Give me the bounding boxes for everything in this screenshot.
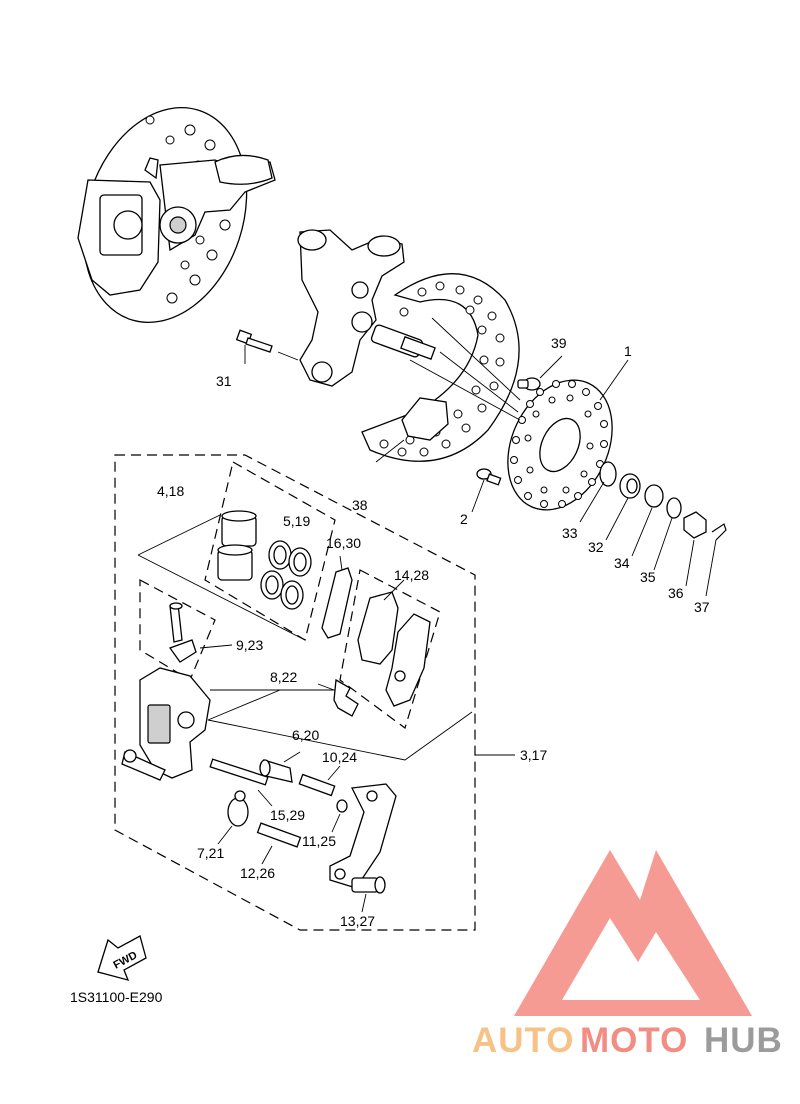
assembled-view-inset <box>77 106 276 324</box>
washer-33 <box>599 461 617 487</box>
label-39: 39 <box>551 335 567 351</box>
brake-pads <box>357 579 431 707</box>
bolt-13-27 <box>351 876 386 913</box>
watermark-word-1: AUTO <box>472 1021 575 1060</box>
brake-disc <box>507 379 613 511</box>
label-33: 33 <box>562 525 578 541</box>
disc-guard <box>361 273 520 462</box>
bleed-screw <box>168 602 233 663</box>
cotter-pin-37 <box>711 523 727 541</box>
label-11-25: 11,25 <box>302 833 336 849</box>
bolt-39 <box>517 377 541 391</box>
bolt-12-26 <box>256 822 302 865</box>
label-15-29: 15,29 <box>270 807 305 823</box>
caliper-body <box>121 667 211 781</box>
bolt-2 <box>476 468 502 486</box>
label-5-19: 5,19 <box>283 513 310 529</box>
wheel-side-parts <box>599 461 727 541</box>
watermark-word-2: MOTO <box>580 1021 688 1060</box>
pin-10-24 <box>298 765 341 797</box>
pad-retainer <box>317 678 359 717</box>
label-31: 31 <box>216 373 232 389</box>
label-12-26: 12,26 <box>240 865 275 881</box>
pistons <box>217 510 257 581</box>
fwd-arrow-icon: FWD <box>97 935 147 981</box>
label-16-30: 16,30 <box>326 535 361 551</box>
label-37: 37 <box>694 599 710 615</box>
label-10-24: 10,24 <box>322 749 357 765</box>
label-2: 2 <box>460 511 468 527</box>
label-7-21: 7,21 <box>197 845 224 861</box>
washer-35 <box>666 497 682 519</box>
caliper-bracket <box>329 783 397 889</box>
label-13-27: 13,27 <box>340 913 375 929</box>
leader-lines-top <box>244 317 717 597</box>
pin-15-29 <box>209 758 273 807</box>
bolt-31 <box>235 329 273 353</box>
label-32: 32 <box>588 539 604 555</box>
label-35: 35 <box>640 569 656 585</box>
part-labels: 1 2 3,17 4,18 5,19 6,20 7,21 8,22 9,23 1… <box>157 335 710 929</box>
nut-36 <box>683 511 707 539</box>
sleeve-6-20 <box>259 751 301 783</box>
watermark-logo: AUTO MOTO HUB <box>472 850 783 1060</box>
spacer-34 <box>644 484 664 508</box>
label-8-22: 8,22 <box>270 669 297 685</box>
boot-7-21 <box>217 790 249 845</box>
label-14-28: 14,28 <box>394 567 429 583</box>
label-1: 1 <box>624 343 632 359</box>
label-36: 36 <box>668 585 684 601</box>
label-34: 34 <box>614 555 630 571</box>
label-3-17: 3,17 <box>520 747 547 763</box>
pad-spring <box>321 555 353 639</box>
washer-11-25 <box>331 799 348 833</box>
caliper-assembly-box <box>114 454 515 931</box>
steering-knuckle <box>297 229 436 387</box>
seal-rings <box>260 540 312 610</box>
label-38: 38 <box>352 497 368 513</box>
label-6-20: 6,20 <box>292 727 319 743</box>
diagram-code: 1S31100-E290 <box>70 989 163 1005</box>
label-9-23: 9,23 <box>236 637 263 653</box>
brake-disc-holes <box>510 380 608 508</box>
label-4-18: 4,18 <box>157 483 184 499</box>
watermark-word-3: HUB <box>704 1021 783 1060</box>
